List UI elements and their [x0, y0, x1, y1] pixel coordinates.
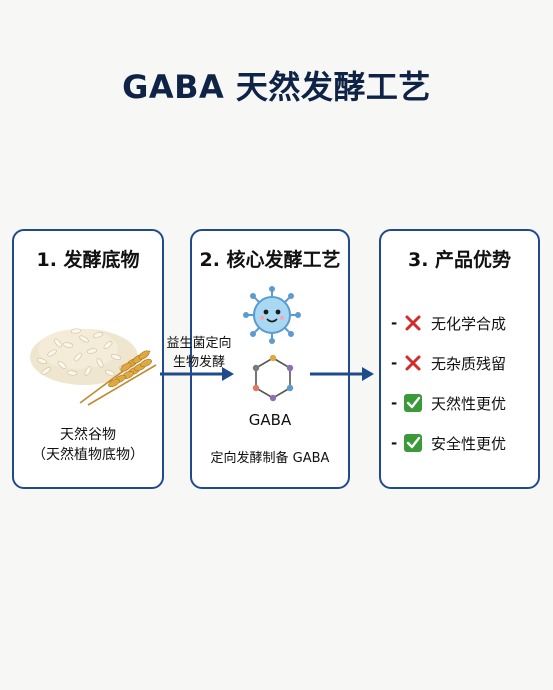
check-icon — [403, 393, 423, 413]
step-card-advantages: 3. 产品优势 - 无化学合成 - 无杂质残留 - 天然性更优 - — [379, 229, 540, 489]
step-title: 2. 核心发酵工艺 — [199, 249, 341, 271]
substrate-description: 天然谷物 （天然植物底物） — [32, 427, 144, 463]
process-label: 益生菌定向 生物发酵 — [166, 336, 232, 370]
list-item: - 天然性更优 — [391, 393, 507, 413]
page-title: GABA 天然发酵工艺 — [122, 68, 431, 106]
step-card-substrate: 1. 发酵底物 — [12, 229, 164, 489]
cross-icon — [403, 313, 423, 333]
check-icon — [403, 433, 423, 453]
microbe-icon — [243, 286, 301, 344]
list-item: - 无化学合成 — [391, 313, 507, 333]
molecule-icon — [252, 354, 294, 402]
cross-icon — [403, 353, 423, 373]
advantage-list: - 无化学合成 - 无杂质残留 - 天然性更优 - 安全性更优 — [391, 303, 506, 463]
fermentation-description: 定向发酵制备 GABA — [210, 451, 330, 466]
list-item: - 安全性更优 — [391, 433, 507, 453]
molecule-label: GABA — [248, 411, 292, 429]
step-card-fermentation: 2. 核心发酵工艺 — [190, 229, 350, 489]
grain-icon — [30, 328, 157, 406]
list-item: - 无杂质残留 — [391, 353, 507, 373]
step-title: 3. 产品优势 — [407, 249, 512, 271]
step-title: 1. 发酵底物 — [36, 249, 140, 271]
arrow-right-icon — [310, 367, 374, 381]
arrow-right-icon — [160, 367, 234, 381]
